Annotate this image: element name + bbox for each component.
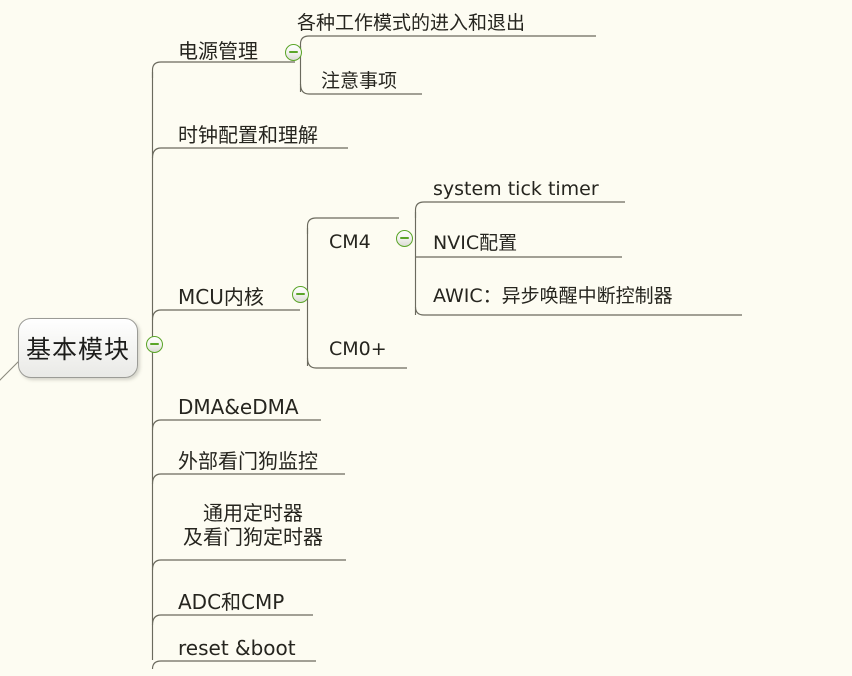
- branch-line-work-modes: [299, 35, 596, 52]
- branch-line-power-management: [151, 61, 295, 78]
- topic-awic[interactable]: AWIC：异步唤醒中断控制器: [433, 285, 673, 307]
- collapse-toggle-root[interactable]: [146, 336, 163, 353]
- branch-line-systick: [414, 201, 625, 218]
- collapse-toggle-power-management[interactable]: [285, 44, 302, 61]
- topic-systick[interactable]: system tick timer: [433, 178, 599, 200]
- branch-line-ext-watchdog: [151, 473, 345, 485]
- root-node[interactable]: 基本模块: [18, 318, 138, 378]
- collapse-toggle-cm4[interactable]: [396, 230, 413, 247]
- topic-mcu-core[interactable]: MCU内核: [178, 285, 264, 309]
- topic-timers[interactable]: 通用定时器 及看门狗定时器: [183, 501, 323, 549]
- topic-power-management[interactable]: 电源管理: [178, 39, 258, 63]
- topic-cm4[interactable]: CM4: [329, 231, 371, 253]
- branch-line-mcu-core: [151, 309, 300, 321]
- branch-line-reset-boot: [151, 660, 316, 670]
- branch-line-timers: [151, 559, 346, 571]
- branch-line-adc-cmp: [151, 614, 313, 626]
- topic-clock-config[interactable]: 时钟配置和理解: [178, 123, 318, 147]
- root-node-label: 基本模块: [25, 335, 130, 364]
- branch-line-dma: [151, 419, 321, 431]
- topic-work-modes[interactable]: 各种工作模式的进入和退出: [297, 12, 526, 34]
- branch-line-clock-config: [151, 147, 348, 159]
- branch-line-awic: [414, 306, 742, 316]
- topic-notes[interactable]: 注意事项: [321, 70, 398, 92]
- collapse-toggle-mcu-core[interactable]: [292, 286, 309, 303]
- topic-reset-boot[interactable]: reset &boot: [178, 636, 296, 660]
- topic-adc-cmp[interactable]: ADC和CMP: [178, 590, 285, 614]
- topic-nvic[interactable]: NVIC配置: [433, 232, 518, 254]
- topic-ext-watchdog[interactable]: 外部看门狗监控: [178, 449, 318, 473]
- topic-cm0plus[interactable]: CM0+: [329, 338, 387, 360]
- topic-dma[interactable]: DMA&eDMA: [178, 395, 299, 419]
